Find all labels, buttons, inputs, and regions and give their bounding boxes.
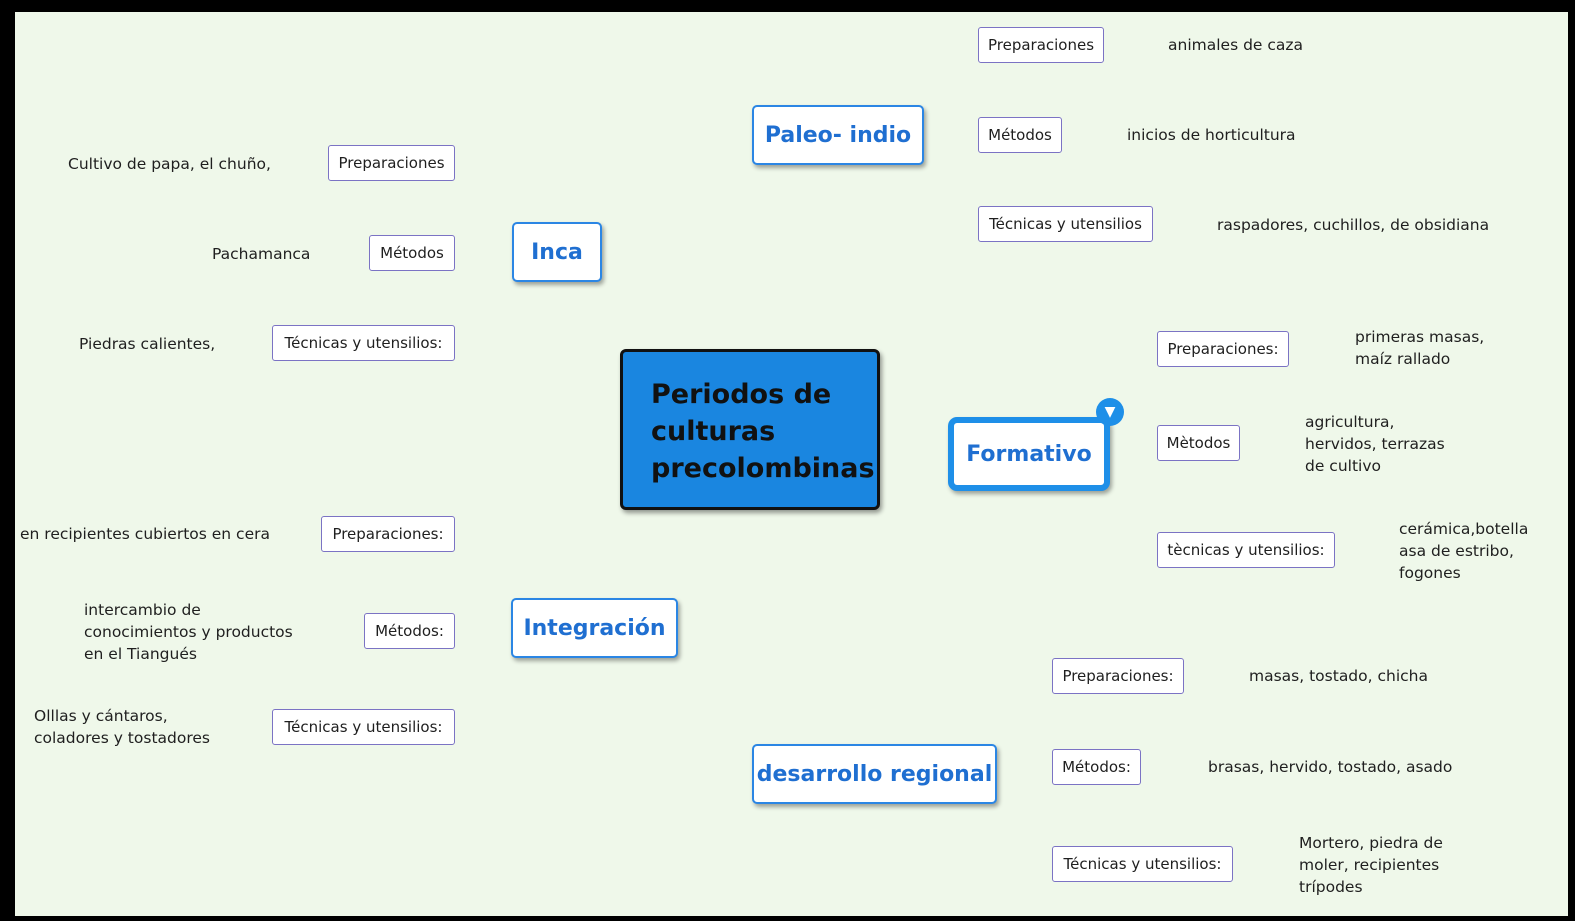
subtopic-inca-tecnicas[interactable]: Técnicas y utensilios: [272, 325, 455, 361]
branch-formativo[interactable]: Formativo [948, 417, 1110, 491]
central-topic[interactable]: Periodos de culturas precolombinas [620, 349, 880, 510]
leaf-integracion-preparaciones[interactable]: en recipientes cubiertos en cera [20, 525, 270, 543]
subtopic-integracion-tecnicas[interactable]: Técnicas y utensilios: [272, 709, 455, 745]
subtopic-inca-metodos[interactable]: Métodos [369, 235, 455, 271]
leaf-paleo-metodos[interactable]: inicios de horticultura [1127, 126, 1296, 144]
subtopic-regional-metodos[interactable]: Métodos: [1052, 749, 1141, 785]
leaf-formativo-tecnicas[interactable]: cerámica,botella asa de estribo, fogones [1399, 520, 1529, 582]
subtopic-paleo-tecnicas[interactable]: Técnicas y utensilios [978, 206, 1153, 242]
leaf-inca-preparaciones[interactable]: Cultivo de papa, el chuño, [68, 155, 271, 173]
branch-integracion[interactable]: Integración [511, 598, 678, 658]
leaf-inca-metodos[interactable]: Pachamanca [212, 245, 311, 263]
branch-inca[interactable]: Inca [512, 222, 602, 282]
leaf-integracion-metodos[interactable]: intercambio de conocimientos y productos… [84, 601, 293, 663]
subtopic-formativo-metodos[interactable]: Mètodos [1157, 425, 1240, 461]
branch-paleo-indio[interactable]: Paleo- indio [752, 105, 924, 165]
subtopic-formativo-preparaciones[interactable]: Preparaciones: [1157, 331, 1289, 367]
collapse-toggle-icon[interactable]: ▼ [1096, 398, 1124, 426]
leaf-paleo-tecnicas[interactable]: raspadores, cuchillos, de obsidiana [1217, 216, 1490, 234]
subtopic-paleo-preparaciones[interactable]: Preparaciones [978, 27, 1104, 63]
subtopic-integracion-preparaciones[interactable]: Preparaciones: [321, 516, 455, 552]
subtopic-regional-tecnicas[interactable]: Técnicas y utensilios: [1052, 846, 1233, 882]
leaf-paleo-preparaciones[interactable]: animales de caza [1168, 36, 1304, 54]
subtopic-regional-preparaciones[interactable]: Preparaciones: [1052, 658, 1184, 694]
subtopic-paleo-metodos[interactable]: Métodos [978, 117, 1062, 153]
leaf-inca-tecnicas[interactable]: Piedras calientes, [79, 335, 216, 353]
leaf-integracion-tecnicas[interactable]: Olllas y cántaros, coladores y tostadore… [34, 707, 210, 747]
leaf-formativo-preparaciones[interactable]: primeras masas, maíz rallado [1355, 328, 1485, 368]
subtopic-formativo-tecnicas[interactable]: tècnicas y utensilios: [1157, 532, 1335, 568]
leaf-formativo-metodos[interactable]: agricultura, hervidos, terrazas de culti… [1305, 413, 1445, 475]
branch-desarrollo-regional[interactable]: desarrollo regional [752, 744, 997, 804]
leaf-regional-metodos[interactable]: brasas, hervido, tostado, asado [1208, 758, 1453, 776]
subtopic-inca-preparaciones[interactable]: Preparaciones [328, 145, 455, 181]
leaf-regional-tecnicas[interactable]: Mortero, piedra de moler, recipientes tr… [1299, 834, 1443, 896]
leaf-regional-preparaciones[interactable]: masas, tostado, chicha [1249, 667, 1428, 685]
subtopic-integracion-metodos[interactable]: Métodos: [364, 613, 455, 649]
